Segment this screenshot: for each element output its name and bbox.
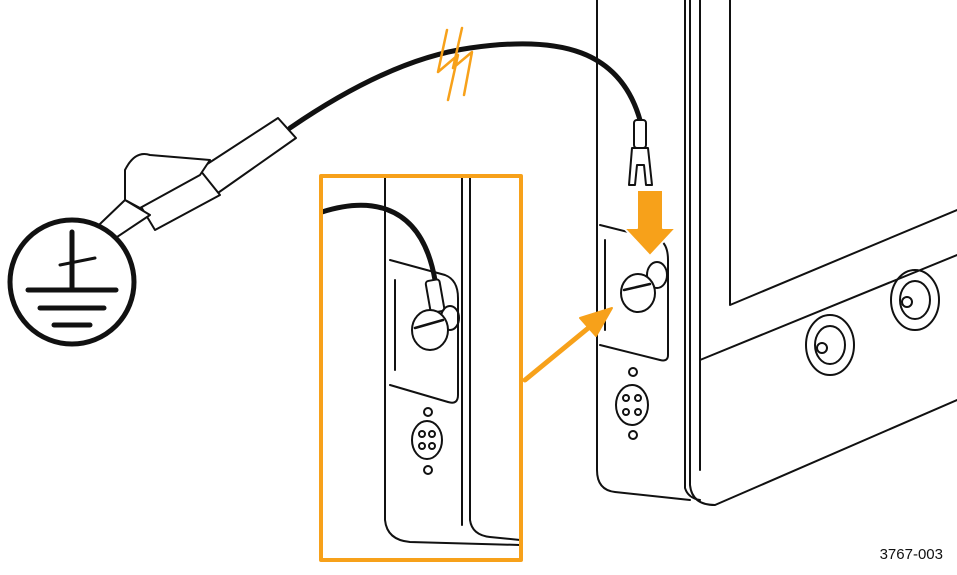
ground-terminal-knob [620, 261, 668, 313]
fork-lug [628, 119, 653, 186]
instrument-body [596, 0, 957, 506]
down-arrow-icon [623, 189, 677, 257]
inset-frame [319, 174, 523, 562]
ground-symbol-icon [7, 217, 137, 347]
figure-id-label: 3767-003 [879, 546, 943, 563]
bnc-connector [890, 269, 940, 331]
accessory-connector [615, 367, 649, 440]
bnc-connector [805, 314, 855, 376]
inset-callout [319, 174, 523, 562]
ground-cable [287, 41, 643, 131]
cable-break-icon [436, 26, 474, 102]
inset-cable [319, 202, 438, 283]
callout-arrow-icon [522, 307, 613, 383]
